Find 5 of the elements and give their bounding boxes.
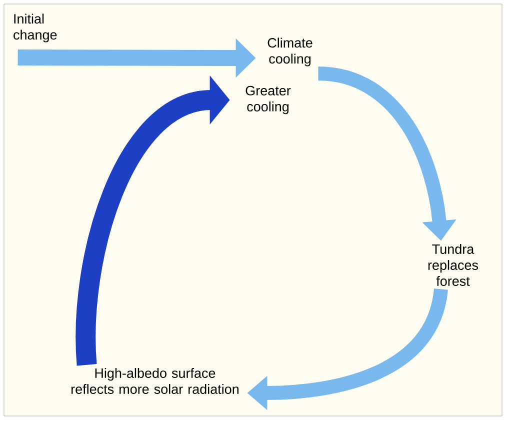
node-label: Climate cooling xyxy=(268,38,312,66)
node-label: Greater cooling xyxy=(246,86,291,114)
node-label: Initial change xyxy=(14,14,57,42)
node-label: Tundra replaces forest xyxy=(428,244,478,286)
node-label: High-albedo surface reflects more solar radiation xyxy=(72,368,238,394)
